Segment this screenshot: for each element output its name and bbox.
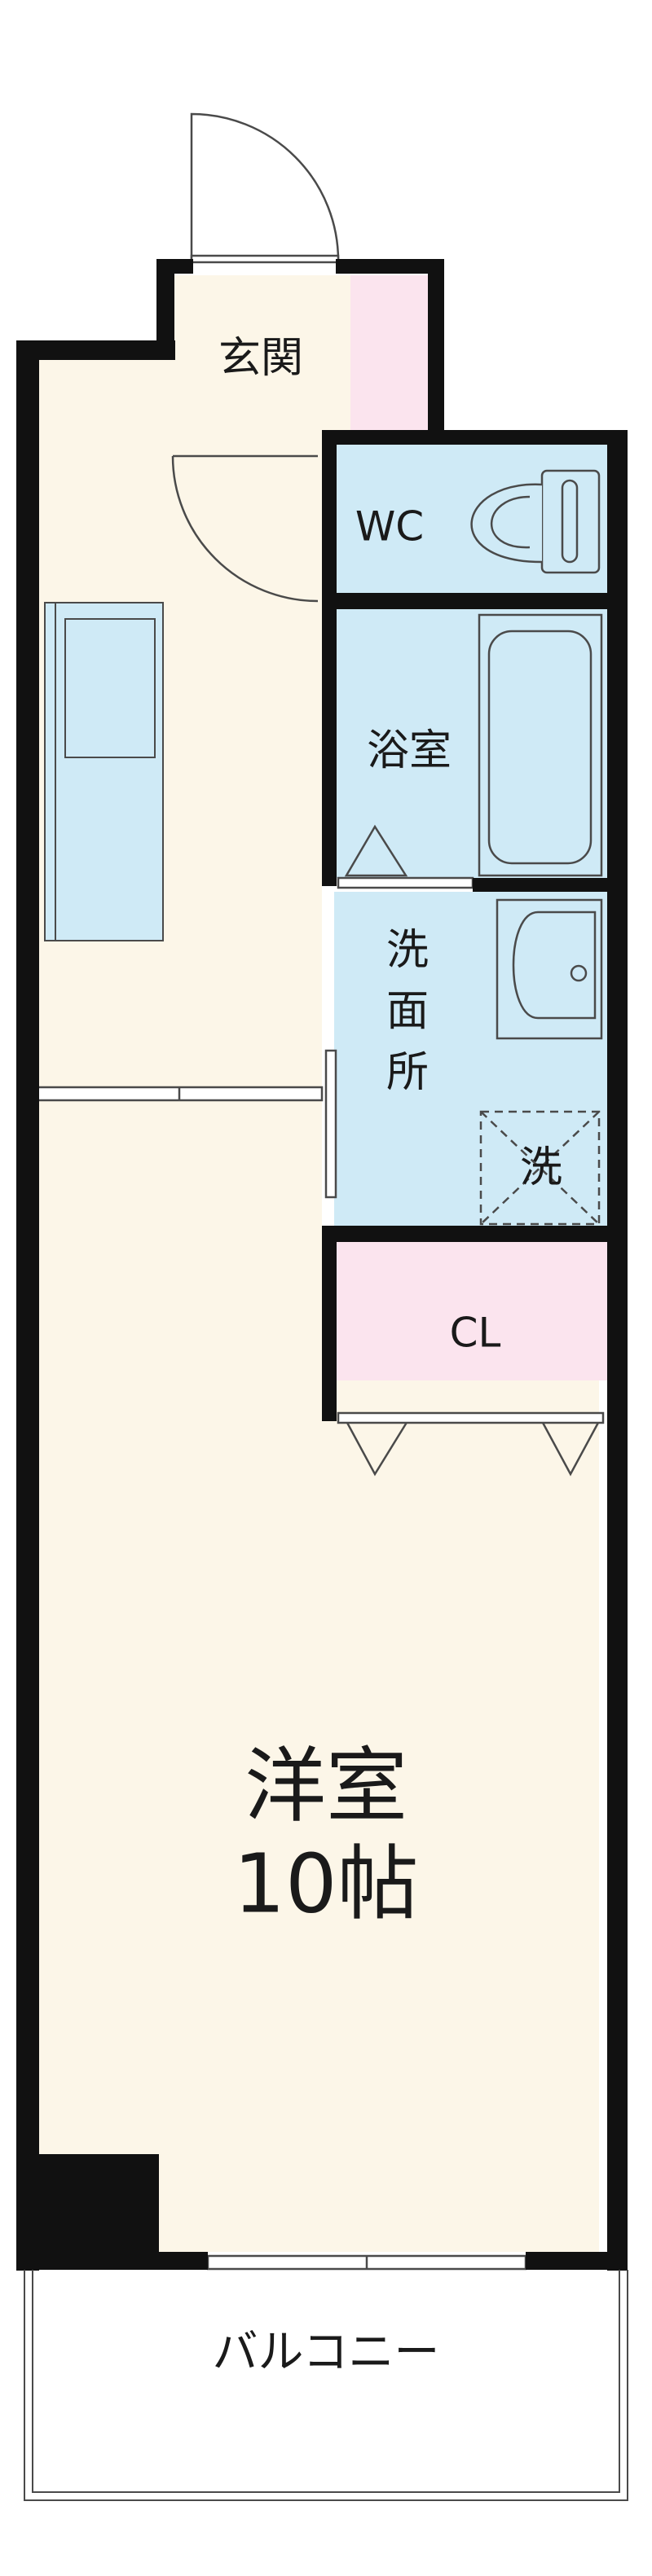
wall-left — [16, 340, 39, 2271]
wall-top-main — [16, 340, 175, 360]
washer-space — [479, 1110, 601, 1226]
wall-bottom — [16, 2252, 208, 2270]
label-washer: 洗 — [520, 1143, 562, 1192]
balcony-area — [24, 2270, 628, 2501]
wall-entrance-left — [156, 259, 174, 360]
wall-wash-closet — [322, 1226, 628, 1242]
bathtub-fixture — [478, 613, 603, 877]
balcony-window — [206, 2254, 527, 2271]
closet-door-right — [540, 1420, 601, 1477]
fixtures — [35, 112, 605, 2271]
bath-door — [337, 876, 474, 889]
wall-wet-top — [322, 430, 628, 445]
wall-bath-wash — [473, 878, 628, 892]
label-balcony: バルコニー — [213, 2326, 440, 2379]
label-western-room: 洋室 — [244, 1738, 408, 1833]
label-western-room-size: 10帖 — [233, 1836, 418, 1931]
wall-closet-front-left — [322, 1380, 337, 1421]
bath-entry-marker — [344, 824, 408, 877]
wall-wet-left-lower — [322, 1230, 337, 1417]
closet-floor — [334, 1242, 607, 1380]
label-washroom: 洗面所 — [386, 926, 429, 1097]
kitchen-partition — [35, 1086, 324, 1102]
label-closet: CL — [450, 1310, 501, 1357]
inner-door-swing — [171, 454, 319, 603]
kitchen-sink — [64, 618, 156, 758]
wall-wet-left-upper — [322, 430, 337, 886]
entrance-floor — [173, 275, 350, 434]
wall-entrance-right — [428, 259, 444, 442]
washroom-sliding-door — [324, 1049, 337, 1199]
wall-entrance-top-right — [336, 259, 443, 274]
closet-door-left — [345, 1420, 409, 1477]
label-bath: 浴室 — [367, 726, 452, 775]
wash-basin-fixture — [496, 898, 603, 1040]
western-room-floor — [33, 358, 599, 2252]
toilet-fixture — [470, 469, 601, 574]
shoe-storage — [350, 275, 432, 434]
room-labels: 玄関 WC 浴室 洗面所 洗 CL 洋室 10帖 バルコニー — [213, 334, 562, 2379]
label-entrance: 玄関 — [218, 334, 303, 383]
room-fills — [33, 275, 607, 2252]
front-door-swing — [190, 112, 340, 261]
walls — [16, 259, 628, 2271]
wall-entrance-top-left — [156, 259, 193, 274]
closet-door-track — [337, 1411, 605, 1424]
label-wc: WC — [355, 503, 424, 551]
wall-wc-bath — [322, 593, 628, 609]
wall-right — [607, 430, 628, 2271]
column-bottom-left — [37, 2154, 159, 2256]
wall-bottom-right — [526, 2252, 628, 2270]
front-door-leaf — [190, 254, 340, 264]
